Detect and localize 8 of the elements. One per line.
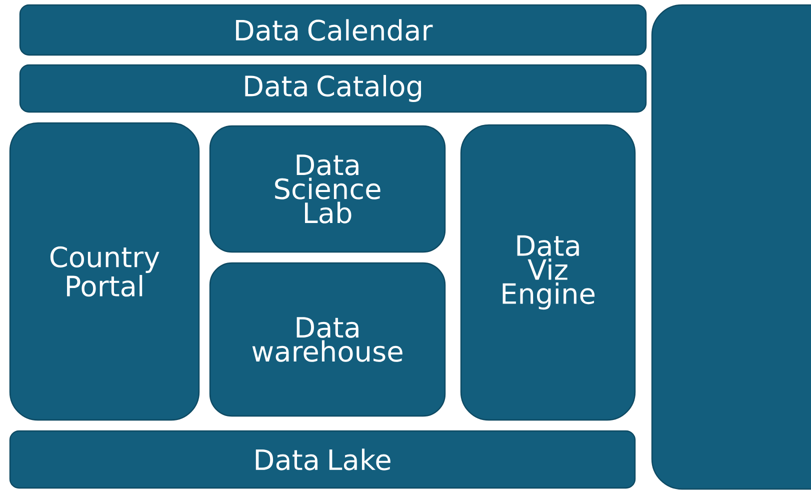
text-box: Data Viz Engine [460,124,636,421]
text-box: Data Science Lab [209,125,446,253]
text-box: Data Catalog [19,64,647,113]
text-box: Country Portal [9,122,200,421]
panel-box [651,4,811,490]
text-box: Data Calendar [19,4,647,56]
text-box: Data warehouse [209,262,446,417]
text-box: Data Lake [9,430,636,489]
